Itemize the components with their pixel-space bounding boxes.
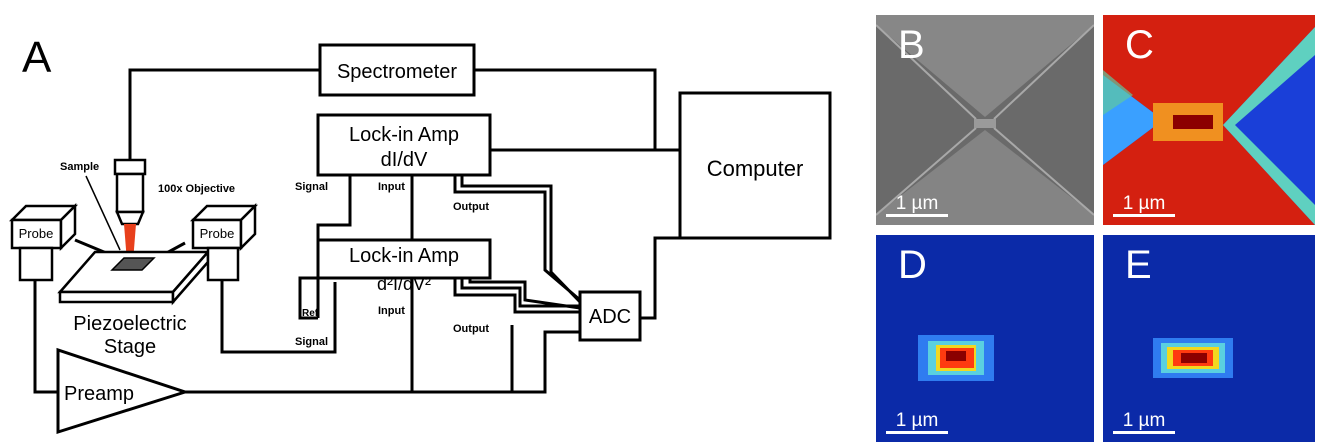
panel-letter-c: C	[1125, 25, 1154, 65]
sample-label: Sample	[60, 161, 99, 173]
setup-schematic: A Spectrometer Lock-in Amp dI/dV Lock-in…	[0, 0, 860, 442]
panel-letter-b: B	[898, 25, 925, 65]
wire-preamp-bus	[185, 332, 580, 392]
input-label-2: Input	[378, 305, 405, 317]
panel-c-map: C 1 µm	[1103, 15, 1315, 225]
lockin1-sub: dI/dV	[381, 149, 428, 171]
signal-label-1: Signal	[295, 181, 328, 193]
panel-letter-e: E	[1125, 245, 1152, 285]
piezo-stage	[60, 252, 208, 302]
panel-d-map: D 1 µm	[876, 235, 1094, 442]
stage-label-line2: Stage	[104, 336, 156, 358]
stage-label-line1: Piezoelectric	[73, 313, 186, 335]
probe-right-label: Probe	[200, 226, 235, 241]
probe-left	[12, 206, 75, 280]
probe-left-label: Probe	[19, 226, 54, 241]
wire-spectrometer-to-computer	[474, 70, 680, 150]
output-label-1: Output	[453, 201, 489, 213]
scale-bar-d: 1 µm	[886, 411, 948, 434]
objective	[115, 160, 145, 262]
output-label-2: Output	[453, 323, 489, 335]
wire-objective-to-spectrometer	[130, 70, 320, 160]
panel-letter-d: D	[898, 245, 927, 285]
scale-bar-e: 1 µm	[1113, 411, 1175, 434]
wire-computer-to-adc	[640, 238, 680, 318]
panel-letter-a: A	[22, 33, 52, 82]
input-label-1: Input	[378, 181, 405, 193]
panel-e-map: E 1 µm	[1103, 235, 1315, 442]
computer-label: Computer	[707, 156, 804, 181]
lockin2-title: Lock-in Amp	[349, 245, 459, 267]
wire-probe-left-to-preamp	[35, 280, 58, 392]
panel-b-sem: B 1 µm	[876, 15, 1094, 225]
lockin2-sub: d²I/dV²	[377, 274, 431, 294]
spectrometer-label: Spectrometer	[337, 61, 457, 83]
ref-label: Ref	[302, 308, 319, 319]
lockin1-title: Lock-in Amp	[349, 124, 459, 146]
sample-arrow	[86, 176, 120, 250]
scale-bar-c: 1 µm	[1113, 194, 1175, 217]
scale-bar-b: 1 µm	[886, 194, 948, 217]
signal-label-2: Signal	[295, 336, 328, 348]
adc-label: ADC	[589, 306, 631, 328]
preamp-label: Preamp	[64, 383, 134, 405]
objective-label: 100x Objective	[158, 183, 235, 195]
